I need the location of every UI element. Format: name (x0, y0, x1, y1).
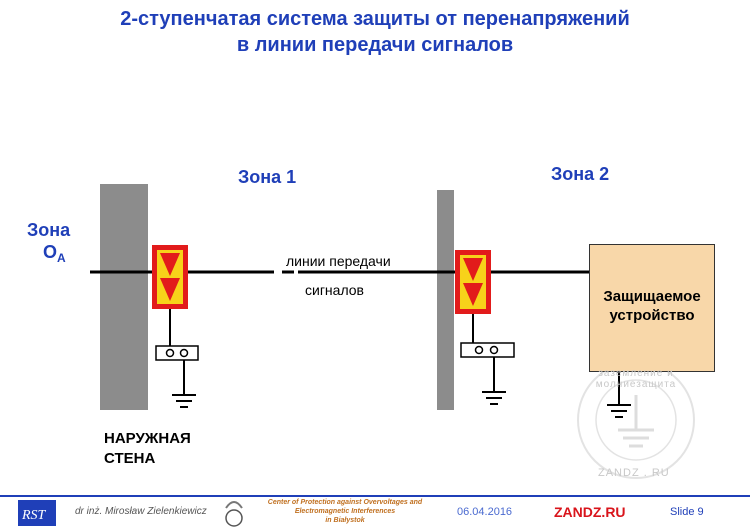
watermark-domain: ZANDZ . RU (598, 467, 670, 479)
zone-0a-line-1: Зона (27, 220, 71, 240)
footer-center-name: Center of Protection against Overvoltage… (250, 498, 440, 525)
slide-title: 2-ступенчатая система защиты от перенапр… (0, 6, 750, 58)
zone-1-label: Зона 1 (238, 167, 297, 187)
footer-author: dr inż. Mirosław Zielenkiewicz (75, 506, 207, 517)
footer-site: ZANDZ.RU (554, 504, 626, 520)
wall-label-line-1: НАРУЖНАЯ (104, 430, 191, 447)
center-name-line-3: in Białystok (325, 517, 365, 524)
center-name-line-1: Center of Protection against Overvoltage… (267, 499, 423, 506)
watermark-arc-text: заземление и молниезащита (595, 368, 677, 390)
zone-2-label: Зона 2 (551, 164, 610, 184)
outer-wall-label: НАРУЖНАЯ СТЕНА (104, 429, 191, 469)
footer-date: 06.04.2016 (457, 506, 513, 518)
zone-0a-subscript: A (57, 251, 66, 265)
footer-divider (0, 495, 750, 497)
device-label-line-2: устройство (609, 307, 695, 324)
zandz-watermark (577, 361, 695, 479)
spd-stage-1 (152, 245, 199, 408)
device-label-line-1: Защищаемое (603, 288, 701, 305)
inner-wall (437, 190, 454, 410)
center-name-line-2: Electromagnetic Interferences (294, 508, 396, 515)
spd-stage-2 (455, 250, 515, 405)
protected-device: Защищаемое устройство (589, 244, 715, 372)
title-line-2: в линии передачи сигналов (236, 34, 514, 56)
svg-text:RST: RST (21, 508, 47, 523)
rst-logo: RST (18, 500, 56, 526)
signal-line-label-1: линии передачи (286, 253, 391, 269)
title-line-1: 2-ступенчатая система защиты от перенапр… (120, 8, 630, 30)
outer-wall (100, 184, 148, 410)
signal-line-label-2: сигналов (305, 282, 364, 298)
protected-device-label: Защищаемое устройство (590, 287, 714, 325)
wall-label-line-2: СТЕНА (104, 450, 156, 467)
footer-slide-number: Slide 9 (670, 506, 704, 518)
zone-0a-line-2: ОA (27, 241, 70, 269)
zone-0a-letter: О (43, 242, 58, 262)
center-logo (225, 501, 243, 527)
zone-0a-label: Зона ОA (27, 219, 70, 269)
